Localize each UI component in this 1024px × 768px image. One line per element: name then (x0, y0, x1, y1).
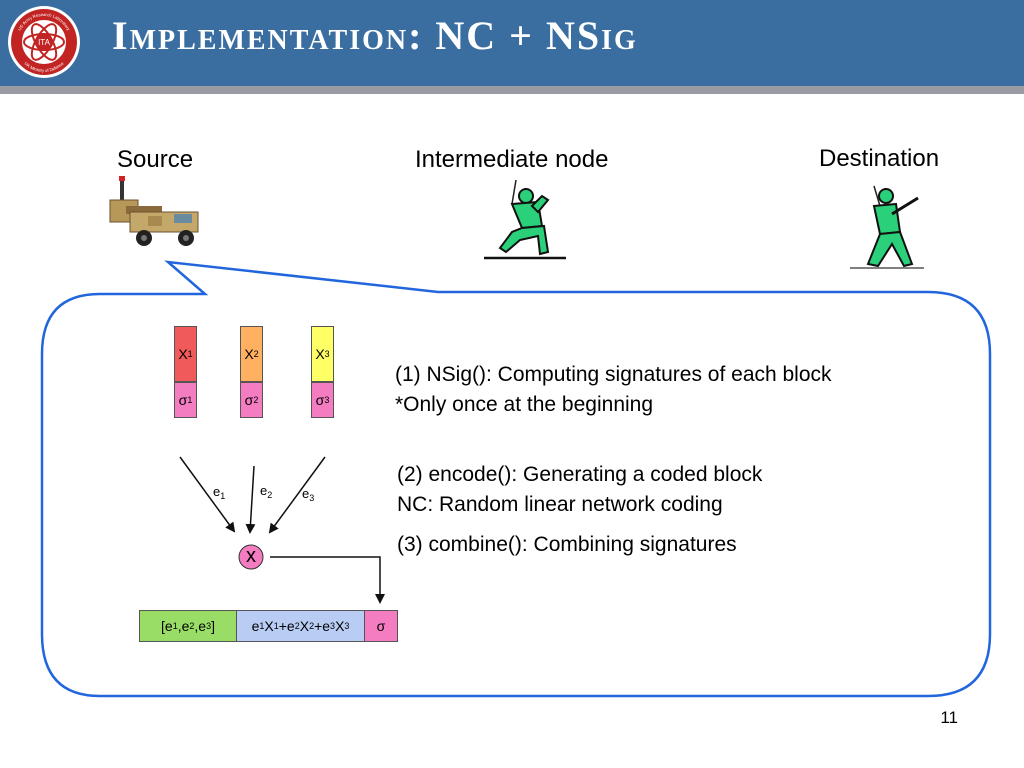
kneeling-soldier-icon (484, 179, 566, 260)
coded-sigma-cell: σ (364, 610, 398, 642)
header-bar (0, 0, 1024, 86)
step1-line1: (1) NSig(): Computing signatures of each… (395, 363, 832, 386)
logo-center-text: ITA (38, 38, 51, 47)
arrow-e1 (179, 456, 236, 533)
source-label: Source (117, 146, 194, 173)
step1-line2: *Only once at the beginning (395, 393, 654, 416)
header-shadow (0, 86, 1024, 94)
arrow-e3 (268, 456, 326, 534)
coef-label-e1: e1 (213, 484, 226, 501)
combine-node (238, 544, 264, 570)
arrow-to-sigma (270, 556, 385, 604)
walking-soldier-icon (850, 185, 924, 269)
step2-line1: (2) encode(): Generating a coded block (397, 463, 763, 486)
intermediate-label: Intermediate node (415, 146, 609, 173)
coef-label-e2: e2 (260, 483, 273, 500)
ita-logo: ITA US Army Research Laboratory UK Minis… (8, 6, 80, 78)
arrow-e2 (245, 465, 256, 534)
step3-line1: (3) combine(): Combining signatures (397, 533, 737, 556)
step2-line2: NC: Random linear network coding (397, 493, 723, 516)
page-title: Implementation: NC + NSig (112, 13, 638, 58)
page-number: 11 (940, 708, 958, 727)
combine-symbol: x (246, 544, 256, 567)
coef-label-e3: e3 (302, 486, 315, 503)
destination-label: Destination (819, 145, 940, 172)
vehicle-icon (109, 176, 199, 246)
